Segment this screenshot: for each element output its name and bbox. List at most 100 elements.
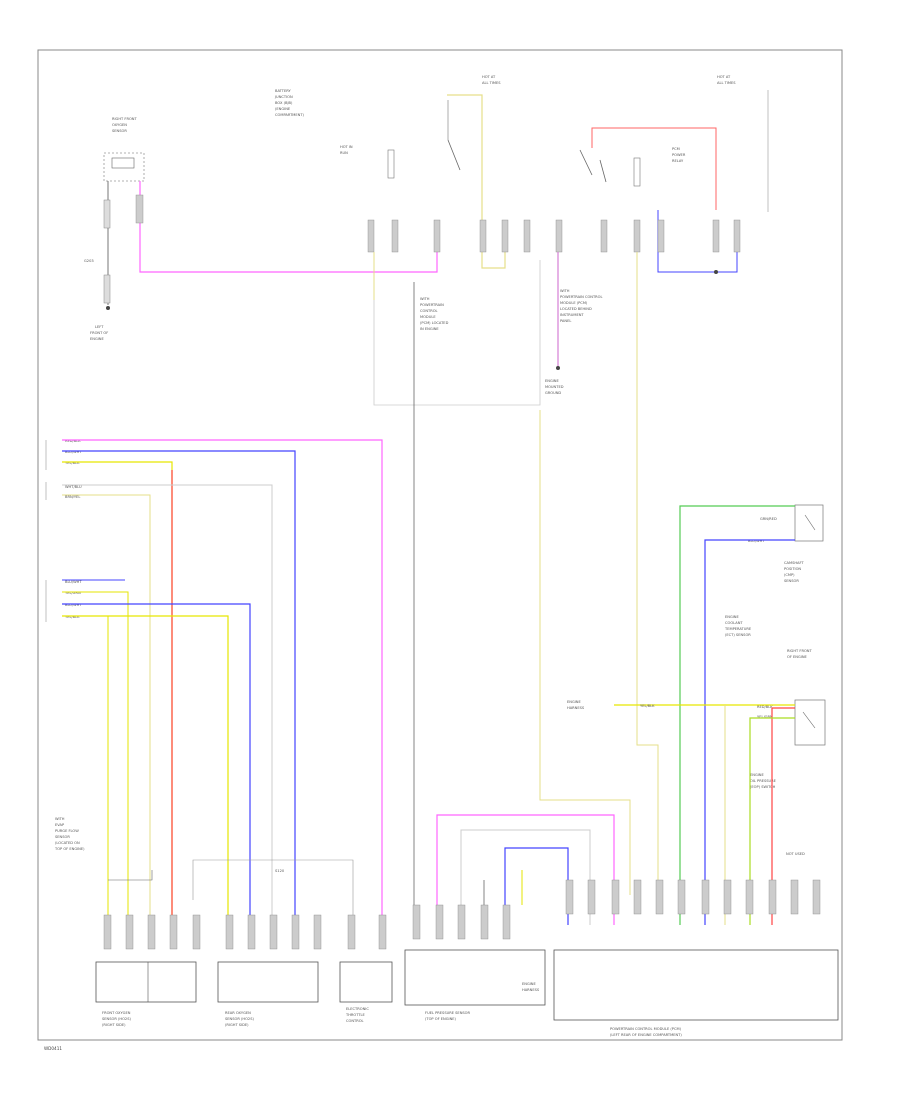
svg-text:POWER: POWER: [672, 153, 686, 157]
wire-green-right: [679, 505, 795, 925]
svg-text:LOCATED BEHIND: LOCATED BEHIND: [560, 307, 592, 311]
wire-red-right: [771, 707, 795, 925]
component-box-3: ELECTRONIC THROTTLE CONTROL: [339, 961, 393, 1023]
wire-label-9: YEL/BLK: [65, 615, 80, 619]
svg-text:BOX (BJB): BOX (BJB): [275, 101, 293, 105]
svg-text:COOLANT: COOLANT: [725, 621, 743, 625]
page-code: WD0411: [44, 1046, 62, 1051]
wire-blue-top: [657, 210, 738, 273]
svg-text:RIGHT FRONT: RIGHT FRONT: [787, 649, 812, 653]
wire-gray-bottom: [460, 829, 591, 925]
component-box-2: REAR OXYGEN SENSOR (HO2S) (RIGHT SIDE): [217, 961, 319, 1027]
svg-text:PANEL: PANEL: [560, 319, 571, 323]
wire-yellow-left3: [62, 615, 229, 925]
svg-text:POWERTRAIN CONTROL: POWERTRAIN CONTROL: [560, 295, 603, 299]
wire-blue-bottom: [504, 847, 569, 925]
svg-text:INSTRUMENT: INSTRUMENT: [560, 313, 584, 317]
svg-text:RIGHT FRONT: RIGHT FRONT: [112, 117, 137, 121]
svg-text:(TOP OF ENGINE): (TOP OF ENGINE): [425, 1017, 457, 1021]
svg-text:PCM: PCM: [672, 147, 680, 151]
svg-text:COMPARTMENT): COMPARTMENT): [275, 113, 305, 117]
svg-text:FRONT OF: FRONT OF: [90, 331, 108, 335]
svg-text:(ENGINE: (ENGINE: [275, 107, 291, 111]
wire-pink-left: [62, 439, 383, 925]
svg-text:CAMSHAFT: CAMSHAFT: [784, 561, 805, 565]
svg-text:THROTTLE: THROTTLE: [345, 1013, 366, 1017]
svg-text:BATTERY: BATTERY: [275, 89, 292, 93]
wire-tan-right: [636, 252, 659, 895]
wire-greenyellow-right: [749, 717, 795, 925]
wire-tan-top: [447, 94, 506, 269]
svg-text:HOT AT: HOT AT: [717, 75, 731, 79]
svg-text:NOT USED: NOT USED: [786, 852, 805, 856]
svg-text:LEFT: LEFT: [95, 325, 104, 329]
svg-text:ENGINE: ENGINE: [567, 700, 581, 704]
wire-blue-left3: [62, 603, 251, 925]
svg-text:FRONT OXYGEN: FRONT OXYGEN: [102, 1011, 131, 1015]
svg-text:MOUNTED: MOUNTED: [545, 385, 564, 389]
svg-text:OXYGEN: OXYGEN: [112, 123, 127, 127]
svg-text:(LEFT REAR OF ENGINE COMPARTME: (LEFT REAR OF ENGINE COMPARTMENT): [610, 1033, 682, 1037]
left-wire-legend: RED/BLK BLU/WHT YEL/BLK WHT/BLU BRN/YEL …: [65, 439, 82, 619]
wire-blue-left: [62, 450, 296, 925]
svg-text:ELECTRONIC: ELECTRONIC: [346, 1007, 369, 1011]
component-box-1: FRONT OXYGEN SENSOR (HO2S) (RIGHT SIDE): [95, 961, 197, 1027]
svg-text:SENSOR: SENSOR: [112, 129, 127, 133]
svg-text:WITH: WITH: [55, 817, 65, 821]
component-box-4: FUEL PRESSURE SENSOR (TOP OF ENGINE): [404, 949, 546, 1021]
bottom-connector-row: [103, 879, 821, 950]
top-center-labels: BATTERY JUNCTION BOX (BJB) (ENGINE COMPA…: [274, 75, 736, 163]
wire-label-6: BLU/WHT: [65, 580, 82, 584]
page-frame: [37, 49, 843, 1041]
bottom-left-notes: WITH EVAP PURGE FLOW SENSOR (LOCATED ON …: [54, 817, 354, 915]
svg-text:ALL TIMES: ALL TIMES: [717, 81, 736, 85]
svg-text:OF ENGINE: OF ENGINE: [787, 655, 808, 659]
svg-text:(LOCATED ON: (LOCATED ON: [55, 841, 80, 845]
wire-label-4: WHT/BLU: [65, 485, 82, 489]
svg-text:IN ENGINE: IN ENGINE: [420, 327, 439, 331]
svg-text:RELAY: RELAY: [672, 159, 684, 163]
wire-pink-bottom: [436, 814, 615, 925]
wire-yellow-left: [62, 461, 173, 925]
wire-gray-left: [62, 484, 273, 925]
component-box-5: POWERTRAIN CONTROL MODULE (PCM) (LEFT RE…: [553, 949, 839, 1037]
svg-text:(CMP): (CMP): [784, 573, 795, 577]
svg-text:(PCM) LOCATED: (PCM) LOCATED: [420, 321, 449, 325]
yellow-inline-label: YEL/BLK: [640, 704, 655, 708]
svg-text:(EOP) SWITCH: (EOP) SWITCH: [750, 785, 776, 789]
wire-label-1: RED/BLK: [65, 439, 81, 443]
svg-text:OIL PRESSURE: OIL PRESSURE: [750, 779, 777, 783]
right-label-4: YEL/GRN: [757, 715, 773, 719]
right-label-3: RED/BLK: [757, 705, 773, 709]
svg-text:TEMPERATURE: TEMPERATURE: [724, 627, 752, 631]
svg-text:(RIGHT SIDE): (RIGHT SIDE): [225, 1023, 249, 1027]
svg-text:ENGINE: ENGINE: [90, 337, 104, 341]
center-mid-notes: WITH POWERTRAIN CONTROL MODULE (PCM) LOC…: [420, 289, 603, 331]
svg-text:WITH: WITH: [420, 297, 430, 301]
svg-text:ENGINE: ENGINE: [545, 379, 559, 383]
wire-label-8: BLU/WHT: [65, 603, 82, 607]
svg-text:HARNESS: HARNESS: [522, 988, 540, 992]
svg-text:GROUND: GROUND: [545, 391, 561, 395]
svg-text:ENGINE: ENGINE: [725, 615, 739, 619]
svg-text:CONTROL: CONTROL: [346, 1019, 364, 1023]
svg-text:HARNESS: HARNESS: [567, 706, 585, 710]
svg-text:SENSOR: SENSOR: [784, 579, 799, 583]
svg-text:POSITION: POSITION: [784, 567, 801, 571]
svg-text:SENSOR: SENSOR: [55, 835, 70, 839]
wire-yellow-left2: [62, 591, 129, 925]
left-ground-branch: G203 LEFT FRONT OF ENGINE: [84, 181, 111, 341]
wire-label-2: BLU/WHT: [65, 450, 82, 454]
switch-array: [387, 90, 769, 212]
svg-text:CONTROL: CONTROL: [420, 309, 438, 313]
svg-text:HOT AT: HOT AT: [482, 75, 496, 79]
wire-gray-center: [373, 252, 541, 406]
svg-text:TOP OF ENGINE): TOP OF ENGINE): [54, 847, 85, 851]
wire-label-5: BRN/YEL: [65, 495, 80, 499]
svg-text:PURGE FLOW: PURGE FLOW: [55, 829, 79, 833]
right-lower-component: ENGINE COOLANT TEMPERATURE (ECT) SENSOR …: [724, 615, 826, 789]
wire-tan-left: [62, 494, 151, 925]
svg-text:ENGINE: ENGINE: [522, 982, 536, 986]
svg-text:REAR OXYGEN: REAR OXYGEN: [225, 1011, 251, 1015]
